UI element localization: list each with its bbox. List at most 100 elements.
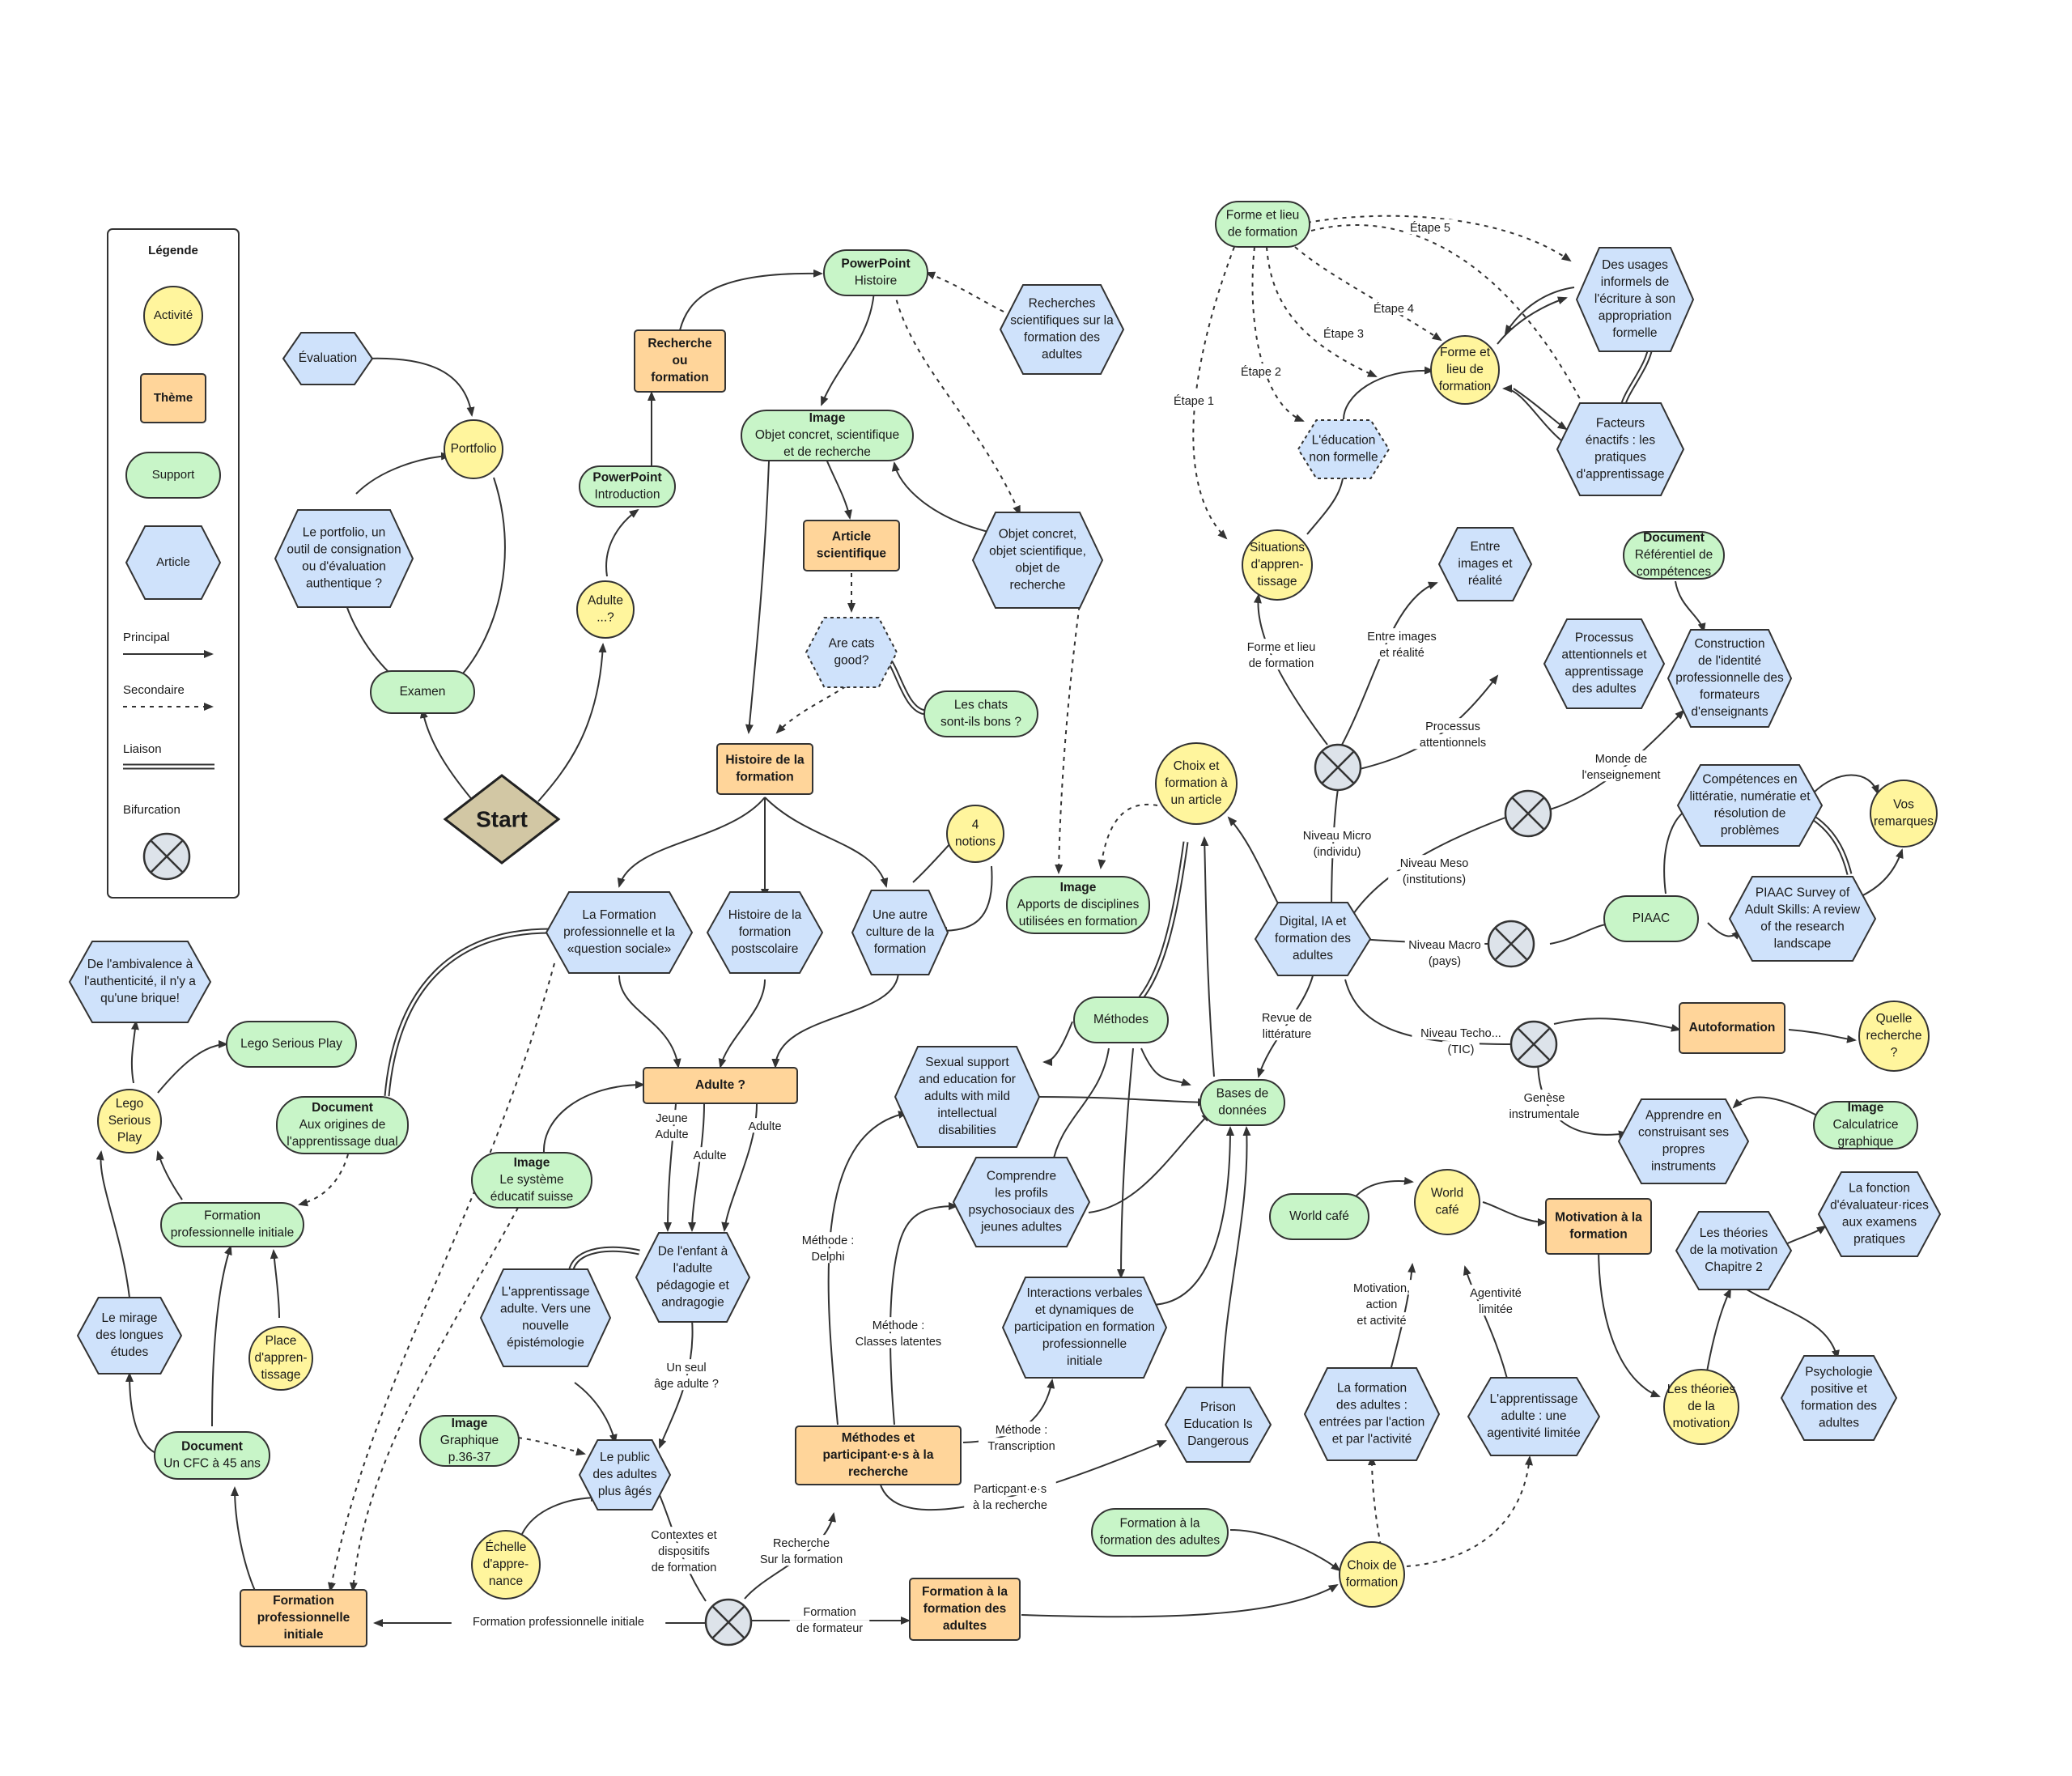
adulte-activity[interactable]: Adulte...?: [576, 580, 635, 639]
fork-bottom[interactable]: [704, 1598, 753, 1646]
adulte-theme-label: Adulte ?: [695, 1078, 745, 1092]
fork-techno[interactable]: [1509, 1020, 1558, 1069]
adulte-activity-label: ...?: [597, 611, 614, 625]
e-comp-vos: [1812, 774, 1879, 795]
lego-support-label: Lego Serious Play: [240, 1037, 342, 1051]
entre-images-article-shape: [1437, 527, 1533, 601]
world-cafe-support[interactable]: World café: [1269, 1193, 1369, 1240]
theories-activity-label: Les théories: [1667, 1383, 1736, 1396]
image-suisse-support-label: Le système: [499, 1173, 563, 1187]
label-contextes: dispositifs: [658, 1545, 710, 1558]
label-etape3: Étape 3: [1323, 327, 1364, 341]
examen-support[interactable]: Examen: [370, 670, 475, 714]
adulte-theme-shape: [643, 1067, 798, 1104]
doc-referentiel-support-shape: [1623, 531, 1725, 580]
edge-label-bg: [643, 1527, 724, 1542]
image-calculatrice-support-label: graphique: [1838, 1135, 1894, 1149]
methodes-theme-label: participant·e·s à la: [823, 1448, 934, 1462]
e-objet-image: [891, 461, 992, 533]
fork-micro[interactable]: [1314, 743, 1362, 792]
ambivalence-article[interactable]: De l'ambivalence àl'authenticité, il n'y…: [68, 941, 212, 1023]
label-motivation-action: et activité: [1357, 1315, 1406, 1328]
apprentissage-agentivite-article-label: L'apprentissage: [1490, 1392, 1578, 1406]
portfolio-activity[interactable]: Portfolio: [444, 419, 503, 479]
start-node[interactable]: Start: [443, 774, 561, 865]
objet-concret-article[interactable]: Objet concret,objet scientifique,objet d…: [971, 512, 1104, 609]
autoformation-theme[interactable]: Autoformation: [1679, 1002, 1785, 1054]
label-delphi: Méthode :: [802, 1234, 855, 1247]
fork-macro[interactable]: [1487, 920, 1535, 968]
fork-meso[interactable]: [1504, 789, 1552, 838]
evaluation-article[interactable]: Évaluation: [282, 332, 374, 385]
piaac-support[interactable]: PIAAC: [1603, 895, 1699, 942]
methodes-support[interactable]: Méthodes: [1073, 996, 1169, 1043]
lego-support[interactable]: Lego Serious Play: [226, 1021, 357, 1068]
adulte-theme[interactable]: Adulte ?: [643, 1067, 798, 1104]
processus-article-shape: [1543, 618, 1666, 709]
